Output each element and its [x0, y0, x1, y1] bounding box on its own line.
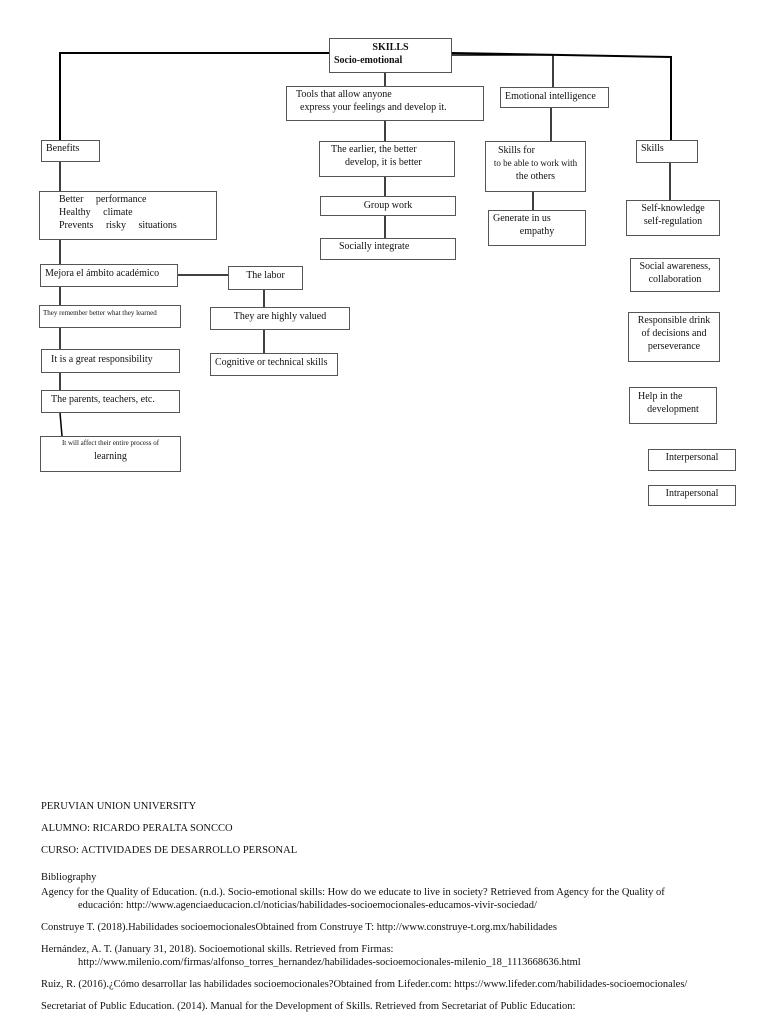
- node-interpersonal-label: Interpersonal: [665, 452, 719, 463]
- node-tools-line2: express your feelings and develop it.: [300, 102, 447, 113]
- node-the-labor-label: The labor: [246, 270, 285, 281]
- node-better-line3: Prevents risky situations: [59, 220, 177, 231]
- concept-map: SKILLS Socio-emotional Tools that allow …: [39, 38, 736, 506]
- node-cognitive: Cognitive or technical skills: [210, 353, 338, 376]
- connector-lines: [59, 52, 672, 437]
- node-affect-line1: It will affect their entire process of: [61, 439, 160, 447]
- node-socially-integrate: Socially integrate: [320, 238, 456, 260]
- node-responsible-line3: perseverance: [647, 341, 701, 352]
- node-group-work-label: Group work: [363, 200, 413, 211]
- node-empathy-line2: empathy: [519, 226, 555, 237]
- connector-parents-affect: [59, 412, 63, 437]
- document-footer: PERUVIAN UNION UNIVERSITY ALUMNO: RICARD…: [41, 800, 768, 1013]
- node-skills: Skills: [636, 140, 698, 163]
- root-title: SKILLS: [372, 42, 409, 53]
- node-earlier-line1: The earlier, the better: [331, 144, 417, 155]
- bibliography-entry-3-cont: http://www.milenio.com/firmas/alfonso_to…: [78, 957, 581, 968]
- root-subtitle: Socio-emotional: [334, 55, 403, 66]
- node-empathy-line1: Generate in us: [493, 213, 551, 224]
- course-name: CURSO: ACTIVIDADES DE DESARROLLO PERSONA…: [41, 845, 298, 856]
- bibliography-entry-4: Ruiz, R. (2016).¿Cómo desarrollar las ha…: [41, 979, 688, 990]
- node-mejora: Mejora el ámbito académico: [40, 264, 178, 287]
- node-responsible-line1: Responsible drink: [637, 315, 711, 326]
- node-remember-label: They remember better what they learned: [43, 309, 157, 317]
- bibliography-entry-3: Hernández, A. T. (January 31, 2018). Soc…: [41, 944, 394, 955]
- node-parents-label: The parents, teachers, etc.: [51, 394, 155, 405]
- node-group-work: Group work: [320, 196, 456, 216]
- bibliography-entry-2: Construye T. (2018).Habilidades socioemo…: [41, 922, 557, 933]
- university-name: PERUVIAN UNION UNIVERSITY: [41, 801, 197, 812]
- node-help-development: Help in the development: [629, 387, 717, 424]
- node-skills-for-line2: to be able to work with: [493, 158, 578, 168]
- bibliography-entry-1-cont: educación: http://www.agenciaeducacion.c…: [78, 900, 537, 911]
- node-better-line1: Better performance: [59, 194, 147, 205]
- bibliography-entry-5: Secretariat of Public Education. (2014).…: [41, 1001, 576, 1012]
- node-intrapersonal: Intrapersonal: [648, 485, 736, 506]
- node-affect-process: It will affect their entire process of l…: [40, 436, 181, 472]
- connector-root-emotional: [452, 54, 554, 87]
- node-social-awareness-line2: collaboration: [648, 274, 702, 285]
- node-parents: The parents, teachers, etc.: [41, 390, 180, 413]
- node-generate-empathy: Generate in us empathy: [488, 210, 586, 246]
- node-self-knowledge-line2: self-regulation: [643, 216, 703, 227]
- node-remember: They remember better what they learned: [39, 305, 181, 328]
- node-interpersonal: Interpersonal: [648, 449, 736, 471]
- node-better-performance: Better performance Healthy climate Preve…: [39, 191, 217, 240]
- root-node-skills: SKILLS Socio-emotional: [329, 38, 452, 73]
- node-help-line2: development: [647, 404, 699, 415]
- node-mejora-label: Mejora el ámbito académico: [45, 268, 160, 279]
- bibliography-entry-1: Agency for the Quality of Education. (n.…: [41, 887, 665, 898]
- node-the-labor: The labor: [228, 266, 303, 290]
- node-highly-valued-label: They are highly valued: [233, 311, 327, 322]
- node-benefits: Benefits: [41, 140, 100, 162]
- node-responsible-drink: Responsible drink of decisions and perse…: [628, 312, 720, 362]
- node-better-line2: Healthy climate: [59, 207, 133, 218]
- node-skills-for-line1: Skills for: [498, 145, 535, 156]
- node-emotional-intelligence: Emotional intelligence: [500, 87, 609, 108]
- bibliography-title: Bibliography: [41, 872, 97, 883]
- node-highly-valued: They are highly valued: [210, 307, 350, 330]
- node-earlier-better: The earlier, the better develop, it is b…: [319, 141, 455, 177]
- node-social-awareness: Social awareness, collaboration: [630, 258, 720, 292]
- student-name: ALUMNO: RICARDO PERALTA SONCCO: [41, 823, 233, 834]
- node-self-knowledge: Self-knowledge self-regulation: [626, 200, 720, 236]
- node-self-knowledge-line1: Self-knowledge: [641, 203, 705, 214]
- node-socially-integrate-label: Socially integrate: [339, 241, 410, 252]
- node-social-awareness-line1: Social awareness,: [639, 261, 711, 272]
- node-great-responsibility: It is a great responsibility: [41, 349, 180, 373]
- node-earlier-line2: develop, it is better: [345, 157, 422, 168]
- node-skills-label: Skills: [641, 143, 664, 154]
- node-great-responsibility-label: It is a great responsibility: [51, 354, 153, 365]
- node-benefits-label: Benefits: [46, 143, 80, 154]
- node-skills-for-line3: the others: [515, 171, 556, 182]
- node-tools: Tools that allow anyone express your fee…: [286, 86, 484, 121]
- node-help-line1: Help in the: [638, 391, 683, 402]
- node-cognitive-label: Cognitive or technical skills: [215, 357, 328, 368]
- node-skills-for: Skills for to be able to work with the o…: [485, 141, 586, 192]
- node-tools-line1: Tools that allow anyone: [296, 89, 392, 100]
- connector-root-benefits: [59, 52, 330, 140]
- node-emotional-intelligence-label: Emotional intelligence: [505, 91, 596, 102]
- node-affect-line2: learning: [94, 451, 127, 462]
- node-responsible-line2: of decisions and: [641, 328, 707, 339]
- node-intrapersonal-label: Intrapersonal: [665, 488, 719, 499]
